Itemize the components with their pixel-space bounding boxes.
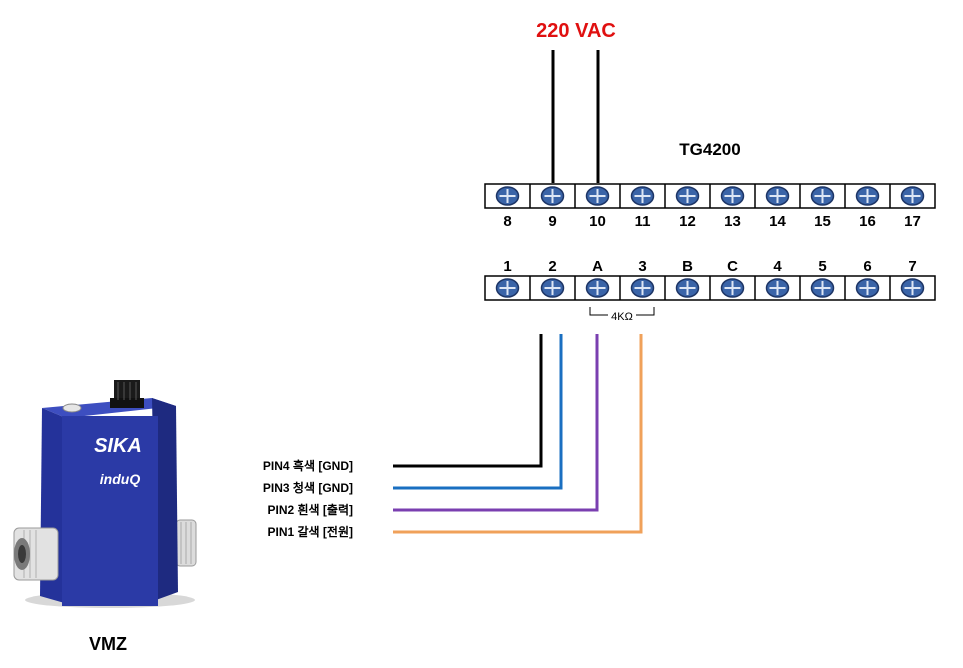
- terminal-bottom-label-B: B: [682, 258, 693, 275]
- pin-label-1: PIN1 갈색 [전원]: [268, 524, 354, 539]
- controller-model: TG4200: [679, 140, 740, 159]
- terminal-bottom-screw-C: [720, 278, 745, 298]
- terminal-top-label-11: 11: [635, 213, 651, 230]
- terminal-top-label-10: 10: [589, 213, 606, 230]
- terminal-top-screw-15: [810, 186, 835, 206]
- pin-label-2: PIN2 흰색 [출력]: [268, 502, 354, 517]
- terminal-bottom-screw-4: [765, 278, 790, 298]
- resistor-bracket: [589, 307, 655, 316]
- supply-label: 220 VAC: [536, 20, 616, 42]
- terminal-bottom-screw-3: [630, 278, 655, 298]
- wire-pin1: [393, 334, 643, 534]
- terminal-bottom-label-5: 5: [818, 258, 826, 275]
- terminal-top-screw-17: [900, 186, 925, 206]
- terminal-top-screw-13: [720, 186, 745, 206]
- terminal-bottom-screw-1: [495, 278, 520, 298]
- sika-logo: SIKA: [94, 435, 142, 457]
- terminal-top-label-13: 13: [724, 213, 741, 230]
- terminal-top-label-14: 14: [769, 213, 786, 230]
- terminal-top-screw-8: [495, 186, 520, 206]
- terminal-bottom-label-7: 7: [908, 258, 916, 275]
- pin-label-4: PIN4 흑색 [GND]: [263, 458, 353, 473]
- terminal-bottom-label-6: 6: [863, 258, 871, 275]
- terminal-bottom-screw-2: [540, 278, 565, 298]
- wire-pin2: [393, 334, 599, 512]
- terminal-top-screw-11: [630, 186, 655, 206]
- wire-pin3: [393, 334, 563, 490]
- terminal-top-label-9: 9: [548, 213, 556, 230]
- terminal-bottom-screw-7: [900, 278, 925, 298]
- terminal-top-screw-10: [585, 186, 610, 206]
- terminal-top-screw-16: [855, 186, 880, 206]
- induq-logo: induQ: [100, 471, 141, 487]
- terminal-top-screw-14: [765, 186, 790, 206]
- terminal-top-label-12: 12: [679, 213, 696, 230]
- terminal-bottom-screw-A: [585, 278, 610, 298]
- terminal-bottom-label-1: 1: [503, 258, 511, 275]
- sensor-name: VMZ: [89, 634, 127, 654]
- terminal-bottom-label-3: 3: [638, 258, 646, 275]
- pin-labels: PIN4 흑색 [GND] PIN3 청색 [GND] PIN2 흰색 [출력] PI…: [263, 458, 353, 539]
- wire-pin4: [393, 334, 543, 468]
- terminal-bottom-label-2: 2: [548, 258, 556, 275]
- terminal-bottom-label-4: 4: [773, 258, 782, 275]
- terminal-bottom-screw-6: [855, 278, 880, 298]
- vmz-sensor-image: SIKA induQ: [13, 380, 197, 608]
- pin-label-3: PIN3 청색 [GND]: [263, 480, 353, 495]
- terminal-top-label-15: 15: [814, 213, 831, 230]
- terminal-strip-bottom: 1 2 A 3 B C 4 5 6 7: [484, 258, 936, 301]
- terminal-top-screw-9: [540, 186, 565, 206]
- sensor-wires: [393, 334, 643, 534]
- resistor-label: 4KΩ: [611, 311, 633, 323]
- terminal-top-label-17: 17: [904, 213, 921, 230]
- terminal-bottom-label-A: A: [592, 258, 603, 275]
- terminal-bottom-label-C: C: [727, 258, 738, 275]
- terminal-top-label-8: 8: [503, 213, 511, 230]
- terminal-bottom-screw-5: [810, 278, 835, 298]
- terminal-strip-top: 8 9 10 11 12 13 14 15 16 17: [484, 183, 936, 230]
- terminal-top-label-16: 16: [859, 213, 876, 230]
- terminal-bottom-screw-B: [675, 278, 700, 298]
- terminal-top-screw-12: [675, 186, 700, 206]
